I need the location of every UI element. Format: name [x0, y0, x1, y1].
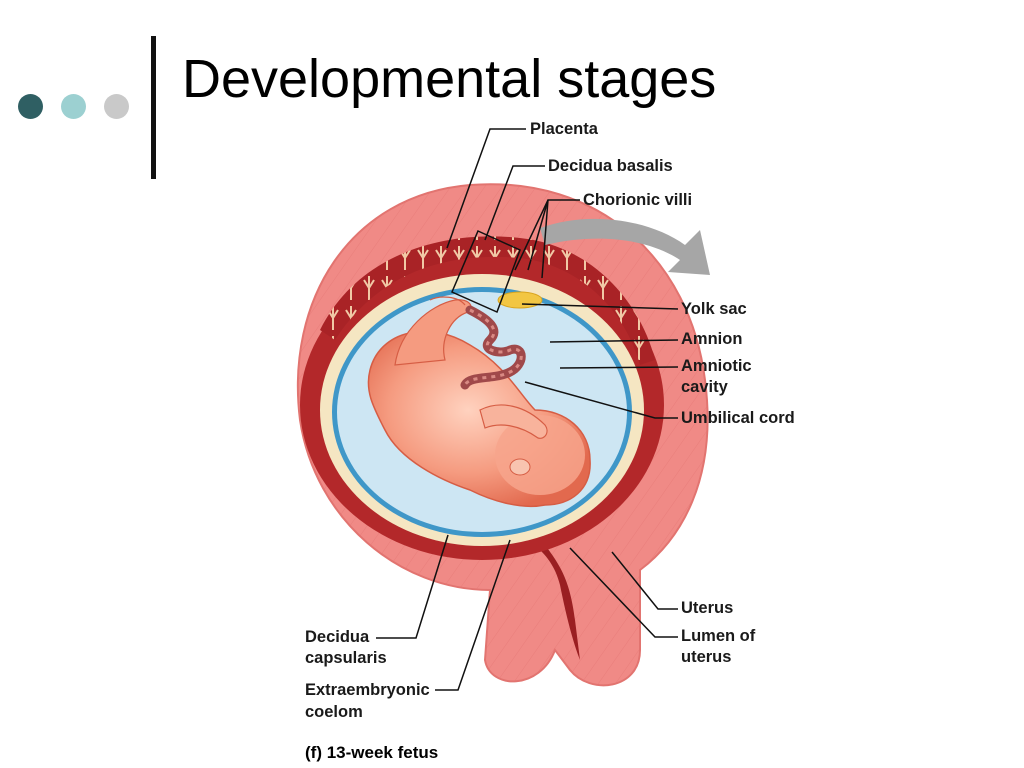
leader-lines: [376, 128, 679, 691]
label-extraembryonic-line2: coelom: [305, 703, 363, 721]
yolk-sac: [497, 291, 543, 309]
decor-dot-light: [61, 94, 86, 119]
label-umbilical-cord: Umbilical cord: [681, 409, 795, 427]
label-amniotic-cavity-line2: cavity: [681, 378, 728, 396]
decor-dot-gray: [104, 94, 129, 119]
label-yolk-sac: Yolk sac: [681, 300, 747, 318]
placenta-zoom-box: [451, 230, 521, 314]
label-uterus: Uterus: [681, 599, 734, 617]
label-amnion: Amnion: [681, 330, 743, 348]
label-decidua-capsularis-line1: Decidua: [305, 628, 370, 646]
slide-title: Developmental stages: [182, 49, 717, 109]
decor-dot-dark: [18, 94, 43, 119]
label-lumen-line1: Lumen of: [681, 627, 756, 645]
label-decidua-capsularis-line2: capsularis: [305, 649, 387, 667]
label-amniotic-cavity-line1: Amniotic: [681, 357, 752, 375]
label-chorionic-villi: Chorionic villi: [583, 191, 693, 209]
uterine-lumen: [540, 545, 580, 660]
label-placenta: Placenta: [530, 120, 598, 138]
label-lumen-line2: uterus: [681, 648, 732, 666]
label-decidua-basalis: Decidua basalis: [548, 157, 673, 175]
label-extraembryonic-line1: Extraembryonic: [305, 681, 430, 699]
title-divider: [151, 36, 156, 179]
zoom-arrow: [540, 218, 710, 275]
fetus: [367, 296, 591, 508]
figure-caption: (f) 13-week fetus: [305, 743, 439, 762]
